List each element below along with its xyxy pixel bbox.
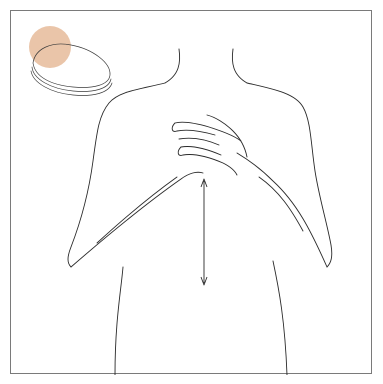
left-shoulder-arm <box>68 83 165 267</box>
hands <box>172 115 247 175</box>
neck-right-line <box>232 49 247 83</box>
left-forearm-inner <box>97 177 177 243</box>
right-shoulder-arm <box>247 83 332 267</box>
right-forearm-inner <box>259 177 303 231</box>
measurement-arrow-icon <box>201 179 207 285</box>
breast-pad-icon <box>29 26 112 96</box>
right-forearm <box>237 153 327 267</box>
neck-left-line <box>165 49 180 83</box>
left-torso-side <box>115 267 123 375</box>
torso-illustration <box>11 11 373 375</box>
illustration-frame <box>10 10 372 374</box>
right-torso-side <box>273 261 287 375</box>
left-forearm <box>71 172 203 267</box>
